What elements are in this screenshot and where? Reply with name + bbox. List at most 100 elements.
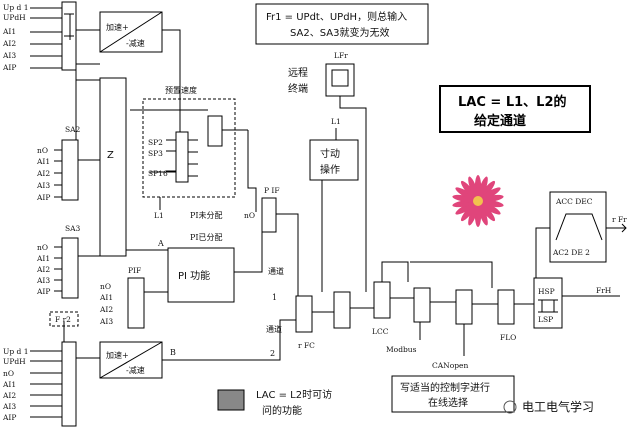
online-note-line: 写适当的控制字进行 — [400, 381, 490, 394]
flower-petal — [452, 194, 479, 203]
flower-petal — [477, 199, 504, 208]
sp-label: SP3 — [148, 149, 163, 158]
input-label: AI2 — [99, 305, 113, 314]
input-group-sa2: SA2 nO AI1 AI2 AI3 AIP — [36, 70, 100, 202]
remote-label: 终端 — [288, 82, 308, 95]
channel1-label: 通道 — [268, 266, 284, 276]
lcc-block: LCC — [372, 261, 414, 336]
online-note-line: 在线选择 — [428, 396, 468, 409]
input-group-top: Up d 1 UPdH AI1 AI2 AI3 AIP — [2, 1, 77, 72]
ramp-acc-dec: ACC DEC AC2 DE 2 r Fr — [535, 191, 627, 286]
ramp-diagonal — [99, 11, 163, 53]
lcc-label: LCC — [372, 327, 389, 336]
ramp-label: -减速 — [126, 365, 145, 375]
wechat-icon — [503, 400, 517, 414]
l1-label: L1 — [331, 117, 341, 126]
remote-label: 远程 — [288, 67, 308, 79]
pi-function-block: PI 功能 PI未分配 PI已分配 — [167, 210, 263, 303]
input-label: AI3 — [2, 402, 16, 411]
pi-function-label: PI 功能 — [178, 269, 210, 282]
input-label: UPdH — [3, 13, 26, 22]
online-note-box — [391, 375, 515, 413]
pif-group: PIF nO AI1 AI2 AI3 — [99, 266, 168, 329]
acc-dec-trapezoid — [555, 213, 603, 241]
input-label: AIP — [2, 63, 16, 72]
remote-terminal-screen — [331, 69, 349, 87]
input-label: AI3 — [99, 317, 113, 326]
legend-text: 问的功能 — [262, 404, 302, 417]
input-label: AI2 — [36, 265, 50, 274]
input-label: AI3 — [36, 181, 50, 190]
ramp-label: 加速+ — [106, 22, 129, 32]
pif-switch-block: P IF nO — [244, 186, 299, 300]
lac-title: LAC = L1、L2的 给定通道 — [439, 85, 591, 133]
input-label: AI2 — [2, 39, 16, 48]
jog-label: 寸动 — [320, 147, 340, 160]
selector-switch — [61, 139, 79, 201]
input-label: nO — [3, 369, 14, 378]
input-label: AI2 — [2, 391, 16, 400]
input-label: nO — [37, 243, 48, 252]
flower-petal — [468, 176, 479, 202]
pi-assigned-label: PI已分配 — [190, 233, 223, 242]
lac-title-line: 给定通道 — [474, 113, 526, 129]
input-label: AI1 — [2, 380, 16, 389]
acc-out-arrow — [606, 223, 627, 233]
limiter-block: HSP LSP FrH — [533, 277, 620, 329]
ac2-de2-label: AC2 DE 2 — [552, 248, 590, 257]
sa2-label: SA2 — [65, 125, 81, 134]
selector-switch — [61, 237, 79, 299]
pif-label-2: P IF — [264, 186, 280, 195]
fr1-note: Fr1 = UPdt、UPdH，则总输入 SA2、SA3就变为无效 — [255, 3, 429, 45]
rfr-label: r Fr — [612, 215, 627, 224]
canopen-label: CANopen — [432, 361, 468, 370]
frh-label: FrH — [596, 286, 612, 295]
flower-petals — [452, 175, 504, 227]
input-label: AI1 — [36, 157, 50, 166]
preset-speed-region: 预置速度 SP2 SP3 SP16 L1 — [130, 85, 248, 220]
modbus-block: Modbus — [386, 261, 493, 354]
modbus-lines — [410, 261, 493, 303]
fr1-note-box — [255, 3, 429, 45]
channel2-label: 通道 — [266, 324, 282, 334]
input-lines — [30, 350, 62, 418]
rfc-switch — [295, 295, 313, 333]
ramp-out-line — [150, 29, 181, 173]
flower-image — [446, 172, 510, 230]
input-label: AI3 — [36, 276, 50, 285]
lcc-lines — [381, 261, 414, 299]
canopen-switch — [455, 289, 473, 325]
channel2-label: 2 — [270, 349, 275, 358]
input-lines — [54, 246, 62, 292]
sp-switch-2 — [207, 115, 223, 147]
input-label: nO — [37, 146, 48, 155]
lac-title-line: LAC = L1、L2的 — [458, 94, 567, 110]
rfc-label: r FC — [298, 341, 315, 350]
watermark-text: 电工电气学习 — [522, 399, 594, 414]
input-label: AI3 — [2, 51, 16, 60]
pif-switch — [127, 277, 145, 329]
input-label: nO — [100, 282, 111, 291]
flo-label: FLO — [500, 333, 516, 342]
sp-label: SP16 — [148, 169, 168, 178]
ramp-label: 加速+ — [106, 350, 129, 360]
jog-box — [309, 139, 359, 181]
z-block: Z — [76, 63, 127, 257]
legend-text: LAC = L2时可访 — [256, 389, 332, 401]
sp-link-lines — [130, 109, 248, 131]
pi-out-line — [234, 232, 263, 273]
jog-block: L1 寸动 操作 — [309, 117, 359, 292]
input-label: Up d 1 — [3, 347, 28, 356]
watermark: 电工电气学习 — [503, 399, 594, 414]
rfc-block: r FC — [295, 295, 334, 350]
channel-labels: 通道 1 通道 2 — [266, 266, 284, 358]
input-group-bottom: Up d 1 UPdH nO AI1 AI2 AI3 AIP — [2, 322, 77, 427]
input-lines — [30, 7, 62, 69]
pif-switch-box — [261, 197, 277, 233]
hsp-label: HSP — [538, 287, 555, 296]
fr1-note-line: Fr1 = UPdt、UPdH，则总输入 — [266, 10, 407, 23]
acc-dec-label: ACC DEC — [555, 197, 593, 206]
online-note: 写适当的控制字进行 在线选择 — [391, 375, 515, 413]
l1-small-label: L1 — [154, 211, 164, 220]
canopen-lines — [463, 303, 498, 356]
